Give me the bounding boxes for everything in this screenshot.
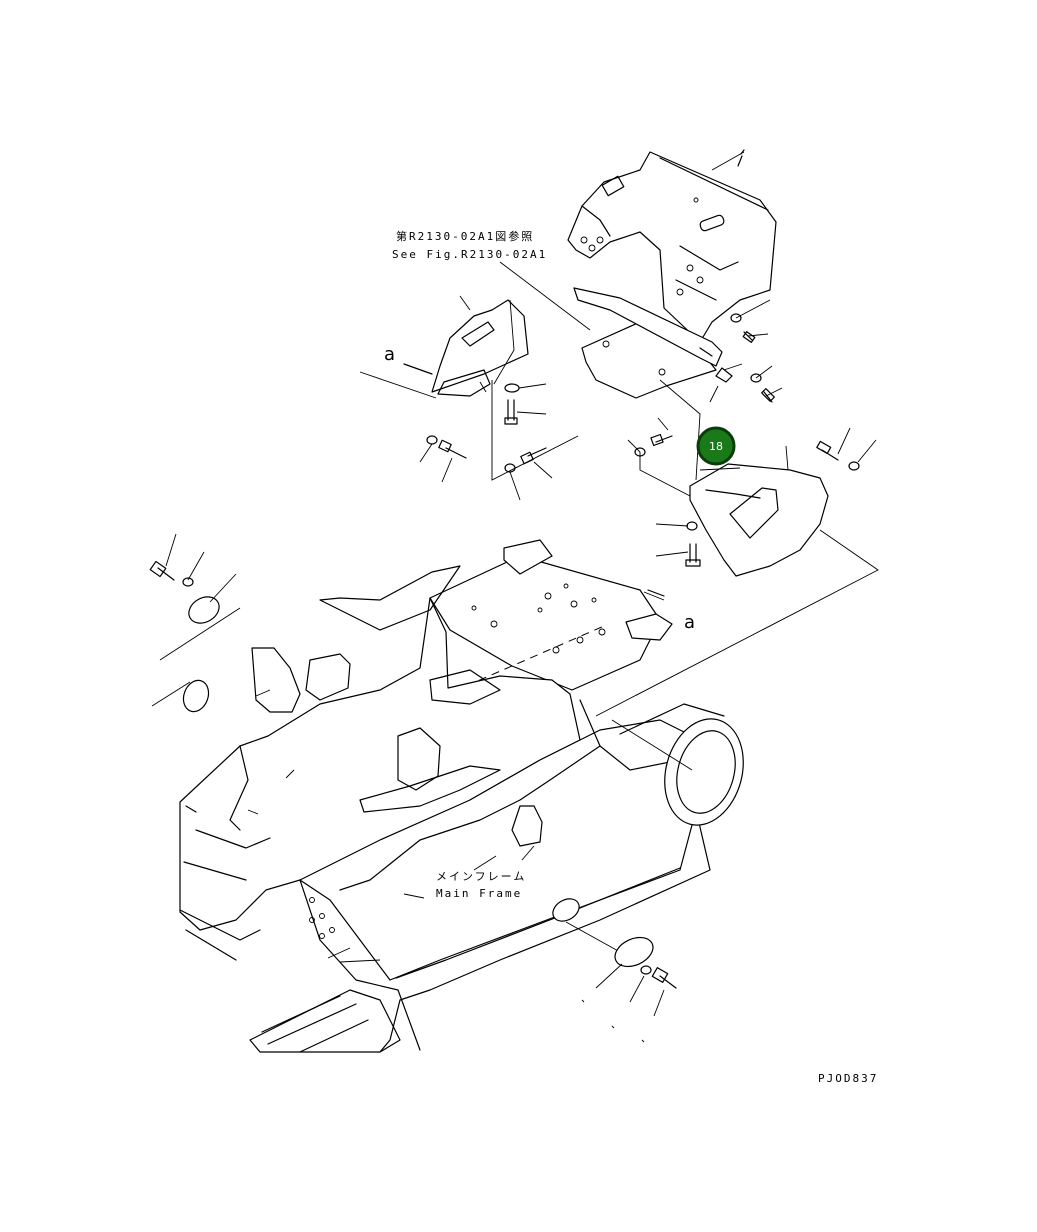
part-callout-18[interactable]: 18	[696, 426, 736, 466]
callout-number[interactable]: 18	[709, 440, 723, 453]
main-frame-label-en: Main Frame	[436, 887, 522, 900]
view-arrow-top	[403, 363, 433, 375]
left-access-cover	[149, 533, 241, 713]
view-marker-right: a	[684, 612, 695, 633]
main-frame-body	[179, 539, 744, 1053]
mounting-plate	[573, 287, 743, 403]
main-frame-label-jp: メインフレーム	[436, 870, 526, 883]
reference-label-jp: 第R2130-02A1図参照	[396, 229, 534, 243]
main-frame-leader-line	[403, 855, 497, 899]
reference-label-en: See Fig.R2130-02A1	[392, 248, 547, 261]
view-marker-top: a	[384, 344, 395, 365]
callout-circle[interactable]	[696, 426, 736, 466]
upper-frame-bracket	[567, 149, 777, 343]
upper-bolts-group	[730, 299, 783, 403]
view-arrow-right	[647, 589, 665, 597]
reference-leader-line	[499, 261, 591, 331]
left-cover-assembly	[359, 295, 579, 501]
right-cover-assembly	[595, 379, 879, 717]
figure-code: PJOD837	[818, 1072, 878, 1085]
